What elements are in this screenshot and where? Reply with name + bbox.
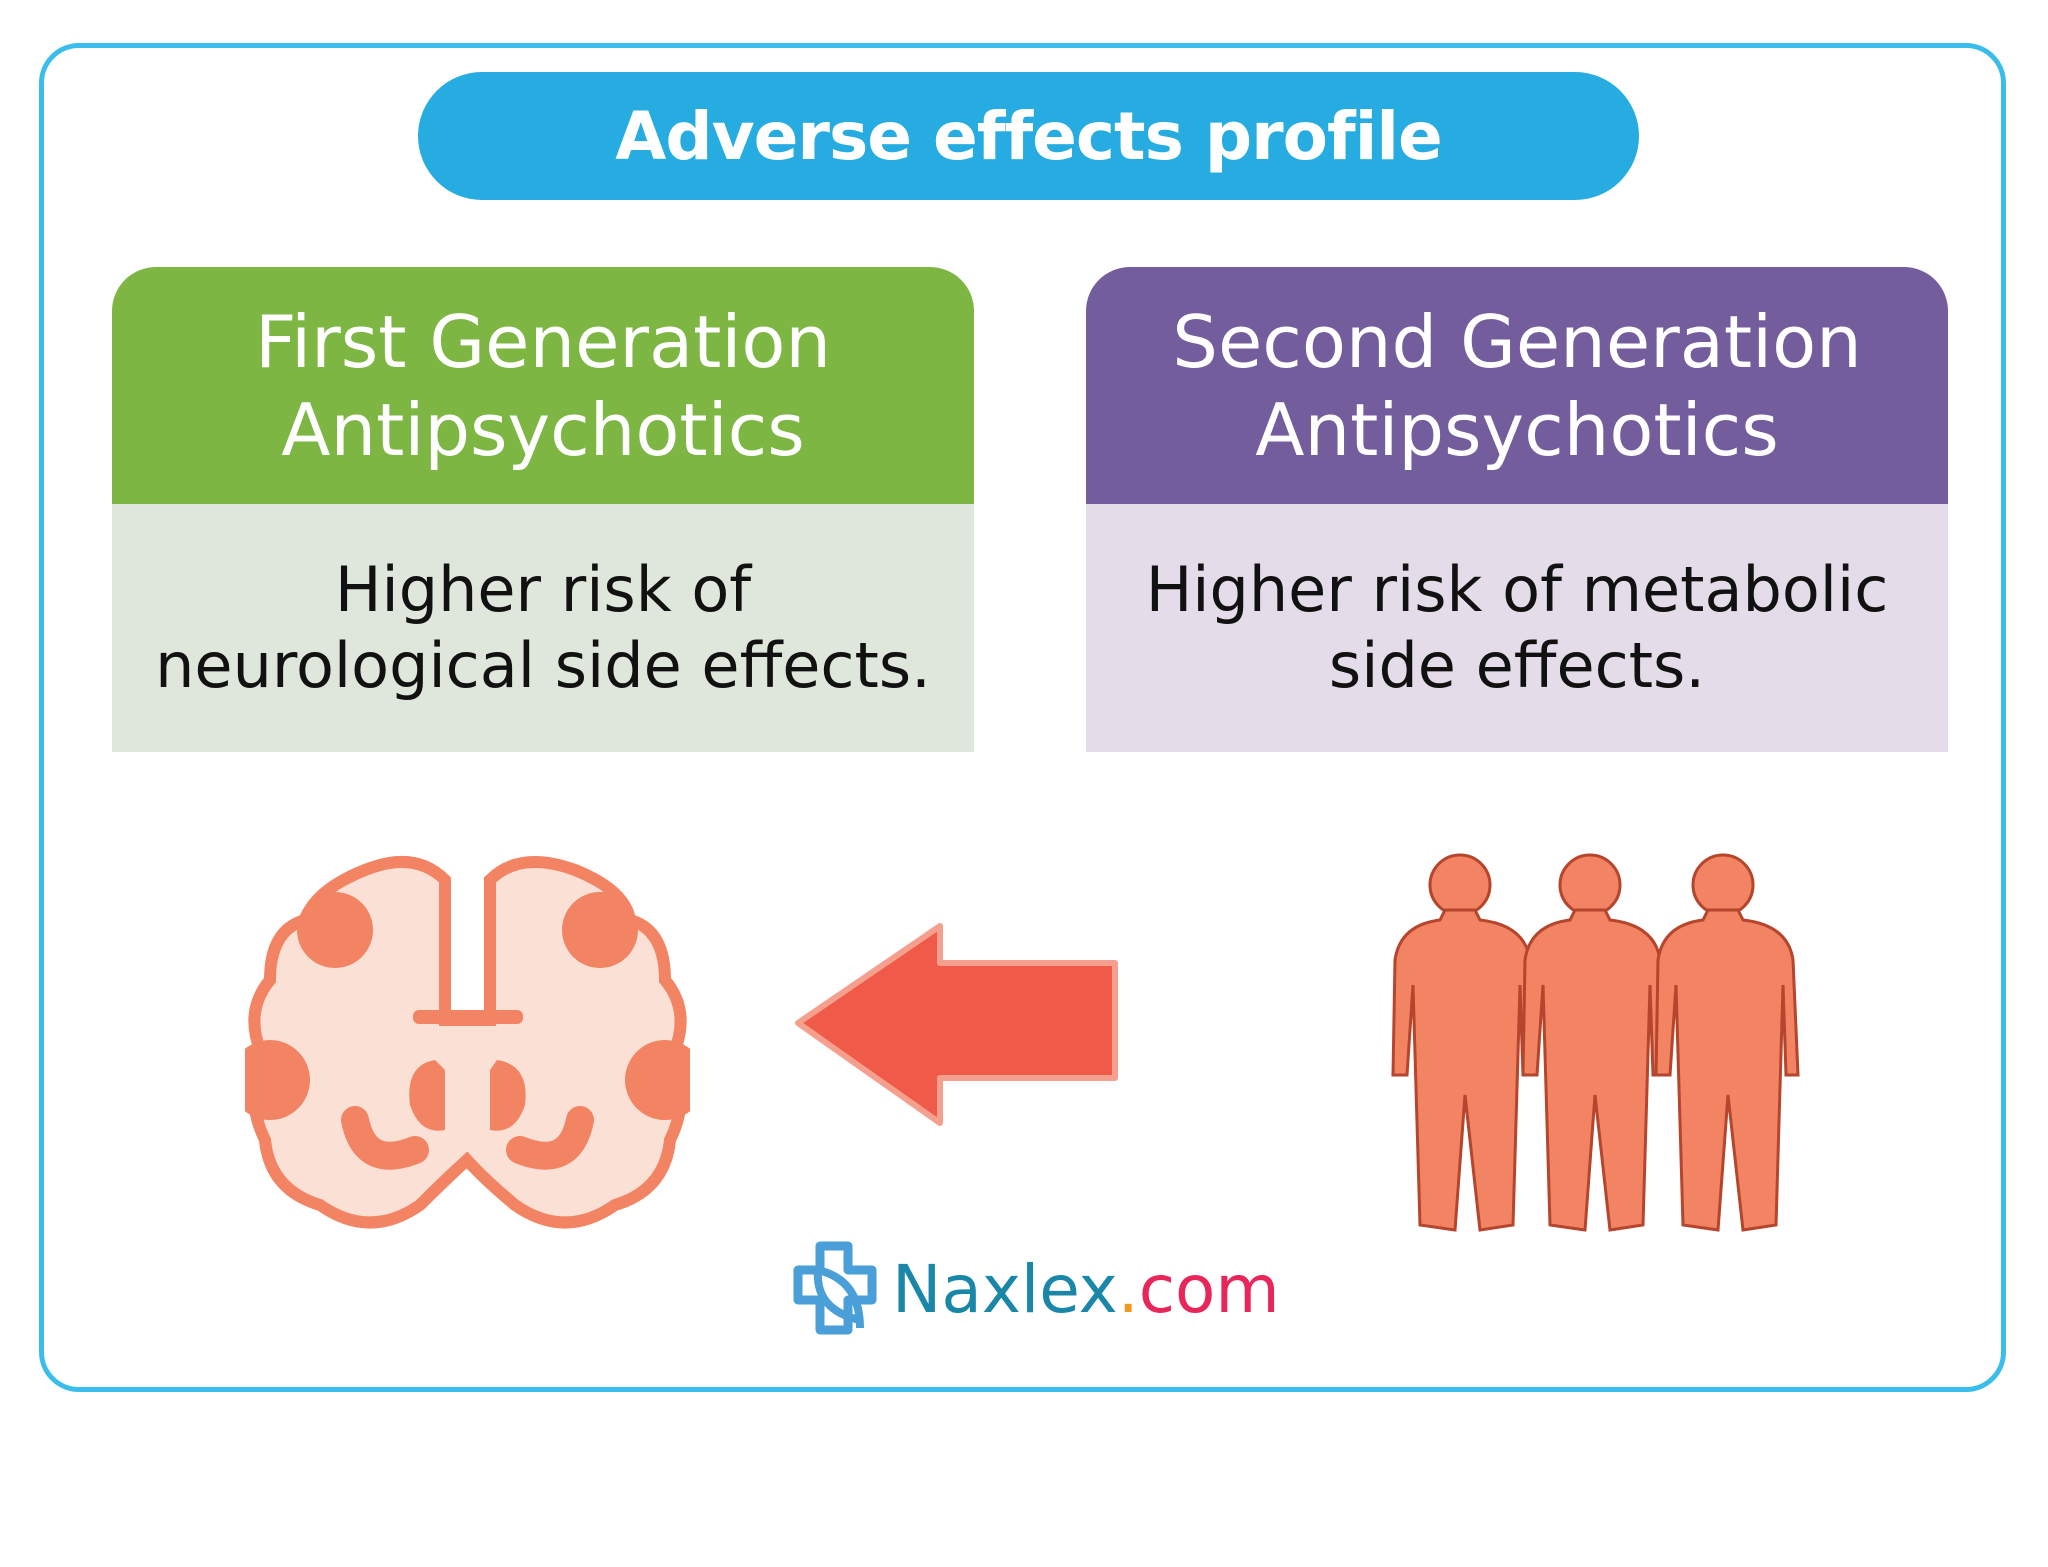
brain-icon bbox=[245, 856, 690, 1229]
logo-text: Naxlex.com bbox=[892, 1251, 1280, 1328]
second-generation-heading: Second Generation Antipsychotics bbox=[1086, 267, 1948, 504]
naxlex-logo: Naxlex.com bbox=[790, 1240, 1280, 1338]
heading-line: Second Generation bbox=[1172, 299, 1862, 384]
heading-line: Antipsychotics bbox=[281, 387, 805, 472]
heading-line: First Generation bbox=[254, 299, 832, 384]
first-generation-card: First Generation Antipsychotics Higher r… bbox=[112, 267, 974, 752]
diagram-frame bbox=[39, 43, 2006, 1392]
page-title: Adverse effects profile bbox=[418, 72, 1639, 200]
second-generation-body: Higher risk of metabolic side effects. bbox=[1086, 504, 1948, 752]
logo-name: Naxlex bbox=[892, 1250, 1118, 1328]
first-generation-heading: First Generation Antipsychotics bbox=[112, 267, 974, 504]
people-icon bbox=[1391, 853, 1800, 1232]
second-generation-card: Second Generation Antipsychotics Higher … bbox=[1086, 267, 1948, 752]
heading-line: Antipsychotics bbox=[1255, 387, 1779, 472]
logo-dot: . bbox=[1117, 1250, 1139, 1328]
logo-tld: com bbox=[1138, 1250, 1280, 1328]
first-generation-body: Higher risk of neurological side effects… bbox=[112, 504, 974, 752]
naxlex-cross-icon bbox=[793, 1241, 877, 1335]
arrow-left-icon bbox=[795, 923, 1118, 1126]
